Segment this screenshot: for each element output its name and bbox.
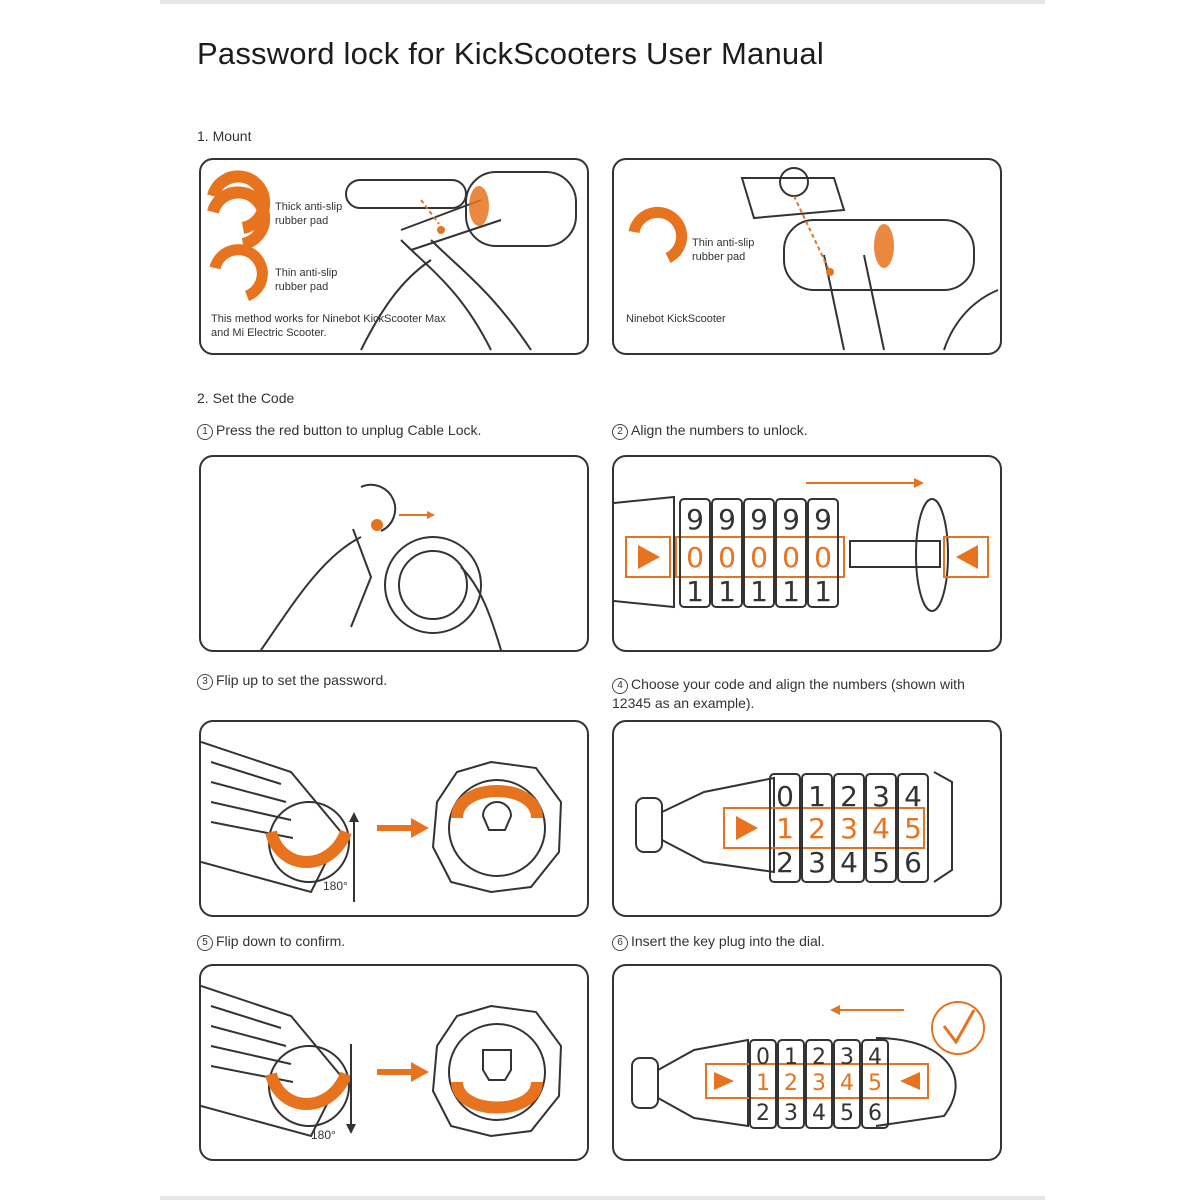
dial-digit-active: 2 [784, 1071, 798, 1096]
insert-plug-illustration: 0 1 2 3 4 1 2 3 4 5 2 3 4 5 6 [631, 1001, 985, 1129]
dial-digit: 1 [784, 1045, 798, 1070]
dial-digit: 4 [868, 1045, 882, 1070]
dial-digit: 2 [756, 1101, 770, 1126]
dial-digit-active: 0 [718, 541, 736, 574]
dial-digit: 2 [812, 1045, 826, 1070]
dial-digit: 9 [718, 503, 736, 536]
step-number: 5 [197, 935, 213, 951]
dial-digit: 3 [784, 1101, 798, 1126]
step-number: 1 [197, 424, 213, 440]
step-number: 6 [612, 935, 628, 951]
step-number: 2 [612, 424, 628, 440]
unplug-cable-illustration [260, 483, 502, 650]
step-5-panel: 180° [199, 964, 589, 1161]
thin-pad-label: Thin anti-slip rubber pad [275, 267, 338, 293]
dial-digit: 9 [750, 503, 768, 536]
section-mount-heading: 1. Mount [197, 128, 252, 144]
dial-digit: 9 [814, 503, 832, 536]
dial-digit: 0 [756, 1045, 770, 1070]
step-1-panel [199, 455, 589, 652]
thick-pad-label: Thick anti-slip rubber pad [275, 201, 343, 227]
dial-digit-active: 1 [776, 812, 794, 845]
dial-digit: 4 [904, 780, 922, 813]
dial-digit-active: 0 [686, 541, 704, 574]
dial-digit: 1 [686, 575, 704, 608]
mount-compat-note: This method works for Ninebot KickScoote… [211, 313, 446, 339]
top-divider [160, 0, 1045, 4]
dial-digit-active: 0 [782, 541, 800, 574]
flip-up-illustration [201, 741, 563, 902]
checkmark-icon [931, 1001, 985, 1055]
step-number: 3 [197, 674, 213, 690]
thin-pad-label: Thin anti-slip rubber pad [692, 237, 755, 263]
dial-digit: 1 [750, 575, 768, 608]
dial-digit: 4 [840, 846, 858, 879]
dial-digit: 1 [782, 575, 800, 608]
dial-digit-active: 0 [750, 541, 768, 574]
thin-pad-icon [628, 206, 688, 263]
mount-panel-right: Thin anti-slip rubber pad Ninebot KickSc… [612, 158, 1002, 355]
section-code-heading: 2. Set the Code [197, 390, 295, 406]
dial-digit-active: 5 [868, 1071, 882, 1096]
dial-digit: 3 [808, 846, 826, 879]
dial-digit: 5 [872, 846, 890, 879]
set-code-illustration: 0 1 2 3 4 1 2 3 4 5 2 3 4 5 6 [635, 771, 953, 883]
dial-digit: 3 [872, 780, 890, 813]
dial-digit: 1 [814, 575, 832, 608]
dial-digit: 6 [868, 1101, 882, 1126]
bottom-divider [160, 1196, 1045, 1200]
dial-digit-active: 2 [808, 812, 826, 845]
bell-mount-illustration [628, 167, 999, 351]
page-title: Password lock for KickScooters User Manu… [197, 36, 824, 71]
flip-up-angle-label: 180° [323, 879, 348, 893]
dial-digit-active: 3 [840, 812, 858, 845]
dial-digit: 3 [840, 1045, 854, 1070]
unlock-dial-illustration: 9 9 9 9 9 0 0 0 0 0 1 1 1 1 1 [614, 478, 989, 612]
dial-digit-active: 3 [812, 1071, 826, 1096]
step-6-panel: 0 1 2 3 4 1 2 3 4 5 2 3 4 5 6 [612, 964, 1002, 1161]
dial-digit-active: 5 [904, 812, 922, 845]
dial-digit-active: 4 [872, 812, 890, 845]
flip-down-illustration [201, 985, 563, 1138]
dial-digit: 1 [808, 780, 826, 813]
dial-digit: 1 [718, 575, 736, 608]
dial-digit: 2 [776, 846, 794, 879]
step-4-panel: 0 1 2 3 4 1 2 3 4 5 2 3 4 5 6 [612, 720, 1002, 917]
flip-down-angle-label: 180° [311, 1128, 336, 1142]
dial-digit: 4 [812, 1101, 826, 1126]
step-number: 4 [612, 678, 628, 694]
dial-digit-active: 1 [756, 1071, 770, 1096]
scooter-model-note: Ninebot KickScooter [626, 313, 726, 325]
dial-digit: 6 [904, 846, 922, 879]
step-2-panel: 9 9 9 9 9 0 0 0 0 0 1 1 1 1 1 [612, 455, 1002, 652]
dial-digit: 9 [686, 503, 704, 536]
dial-digit: 0 [776, 780, 794, 813]
dial-digit: 2 [840, 780, 858, 813]
step-3-panel: 180° [199, 720, 589, 917]
dial-digit: 9 [782, 503, 800, 536]
thin-pad-icon [209, 244, 268, 302]
dial-digit-active: 0 [814, 541, 832, 574]
dial-digit: 5 [840, 1101, 854, 1126]
mount-panel-left: Thick anti-slip rubber pad Thin anti-sli… [199, 158, 589, 355]
dial-digit-active: 4 [840, 1071, 854, 1096]
thick-pad-icon [207, 170, 271, 250]
handlebar-mount-illustration [207, 170, 577, 351]
